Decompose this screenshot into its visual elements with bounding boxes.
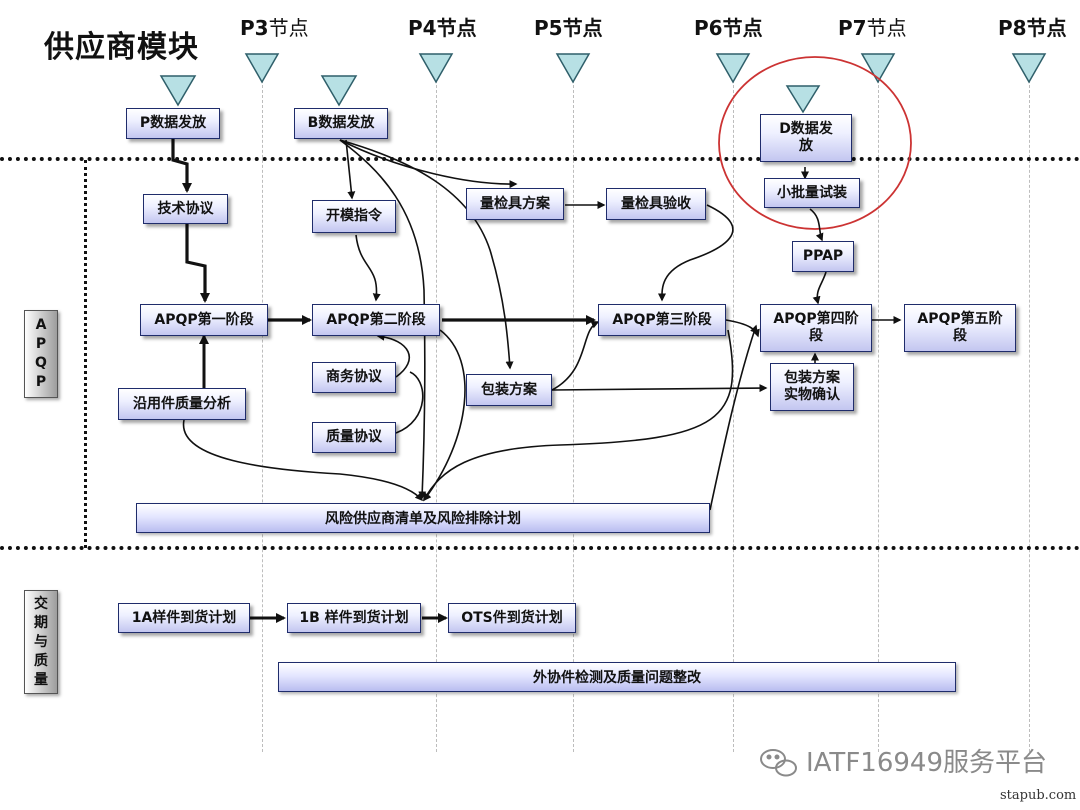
carryover-quality-analysis-box: 沿用件质量分析 (118, 388, 246, 420)
packaging-confirmation-box: 包装方案 实物确认 (770, 363, 854, 411)
business-agreement-box: 商务协议 (312, 362, 396, 393)
milestone-p7-guide (878, 80, 879, 752)
tech-agreement-box: 技术协议 (143, 194, 228, 224)
milestone-p6-guide (733, 80, 734, 752)
milestone-p6: P6节点 (694, 12, 763, 41)
milestone-markers (159, 53, 1047, 114)
apqp-phase4-box: APQP第四阶 段 (760, 304, 872, 352)
section-divider-vertical (84, 160, 87, 548)
milestone-p8-code: P8节点 (998, 16, 1067, 40)
d-data-release-box: D数据发 放 (760, 114, 852, 162)
milestone-p7-marker (860, 53, 896, 84)
quality-agreement-box: 质量协议 (312, 422, 396, 453)
milestone-p8-guide (1029, 80, 1030, 752)
b-data-release-marker (320, 75, 358, 107)
milestone-p8-marker (1011, 53, 1047, 84)
wechat-icon (760, 749, 797, 777)
risk-supplier-plan-bar: 风险供应商清单及风险排除计划 (136, 503, 710, 533)
milestone-p4-guide (436, 80, 437, 752)
tooling-order-box: 开模指令 (312, 200, 396, 233)
highlight-circle (718, 56, 912, 230)
gauge-plan-box: 量检具方案 (466, 188, 564, 220)
milestone-p4: P4节点 (408, 12, 477, 41)
milestone-p7-code: P7 (838, 16, 867, 40)
d-data-release-marker (785, 85, 821, 114)
site-credit: stapub.com (1000, 788, 1077, 803)
ppap-box: PPAP (792, 241, 854, 272)
milestone-p3-code: P3 (240, 16, 269, 40)
milestone-p6-marker (715, 53, 751, 84)
milestone-p5-code: P5节点 (534, 16, 603, 40)
apqp-phase5-box: APQP第五阶 段 (904, 304, 1016, 352)
milestone-p4-marker (418, 53, 454, 84)
milestone-p7-suffix: 节点 (866, 16, 907, 40)
milestone-p6-code: P6节点 (694, 16, 763, 40)
milestone-p3-marker (244, 53, 280, 84)
milestone-p3: P3节点 (240, 12, 309, 41)
gauge-acceptance-box: 量检具验收 (606, 188, 706, 220)
watermark-text: IATF16949服务平台 (806, 748, 1047, 778)
small-batch-trial-box: 小批量试装 (764, 178, 860, 208)
apqp-phase2-box: APQP第二阶段 (312, 304, 440, 336)
apqp-phase1-box: APQP第一阶段 (140, 304, 268, 336)
packaging-plan-box: 包装方案 (466, 374, 552, 406)
b-data-release-box: B数据发放 (294, 108, 388, 139)
sample-1b-plan-box: 1B 样件到货计划 (287, 603, 421, 633)
section-divider-top (0, 157, 1080, 161)
outsourced-inspection-bar: 外协件检测及质量问题整改 (278, 662, 956, 692)
side-label-apqp: A P Q P (24, 310, 58, 398)
section-divider-bottom (0, 546, 1080, 550)
milestone-p5-marker (555, 53, 591, 84)
milestone-p3-guide (262, 80, 263, 752)
milestone-p5-guide (573, 80, 574, 752)
side-label-delivery-quality: 交 期 与 质 量 (24, 590, 58, 694)
apqp-phase3-box: APQP第三阶段 (598, 304, 726, 336)
milestone-p5: P5节点 (534, 12, 603, 41)
milestone-p8: P8节点 (998, 12, 1067, 41)
sample-1a-plan-box: 1A样件到货计划 (118, 603, 250, 633)
milestone-p3-suffix: 节点 (268, 16, 309, 40)
p-data-release-box: P数据发放 (126, 108, 220, 139)
ots-delivery-plan-box: OTS件到货计划 (448, 603, 576, 633)
milestone-p7: P7节点 (838, 12, 907, 41)
page-title: 供应商模块 (44, 30, 199, 65)
p-data-release-marker (159, 75, 197, 107)
milestone-p4-code: P4节点 (408, 16, 477, 40)
